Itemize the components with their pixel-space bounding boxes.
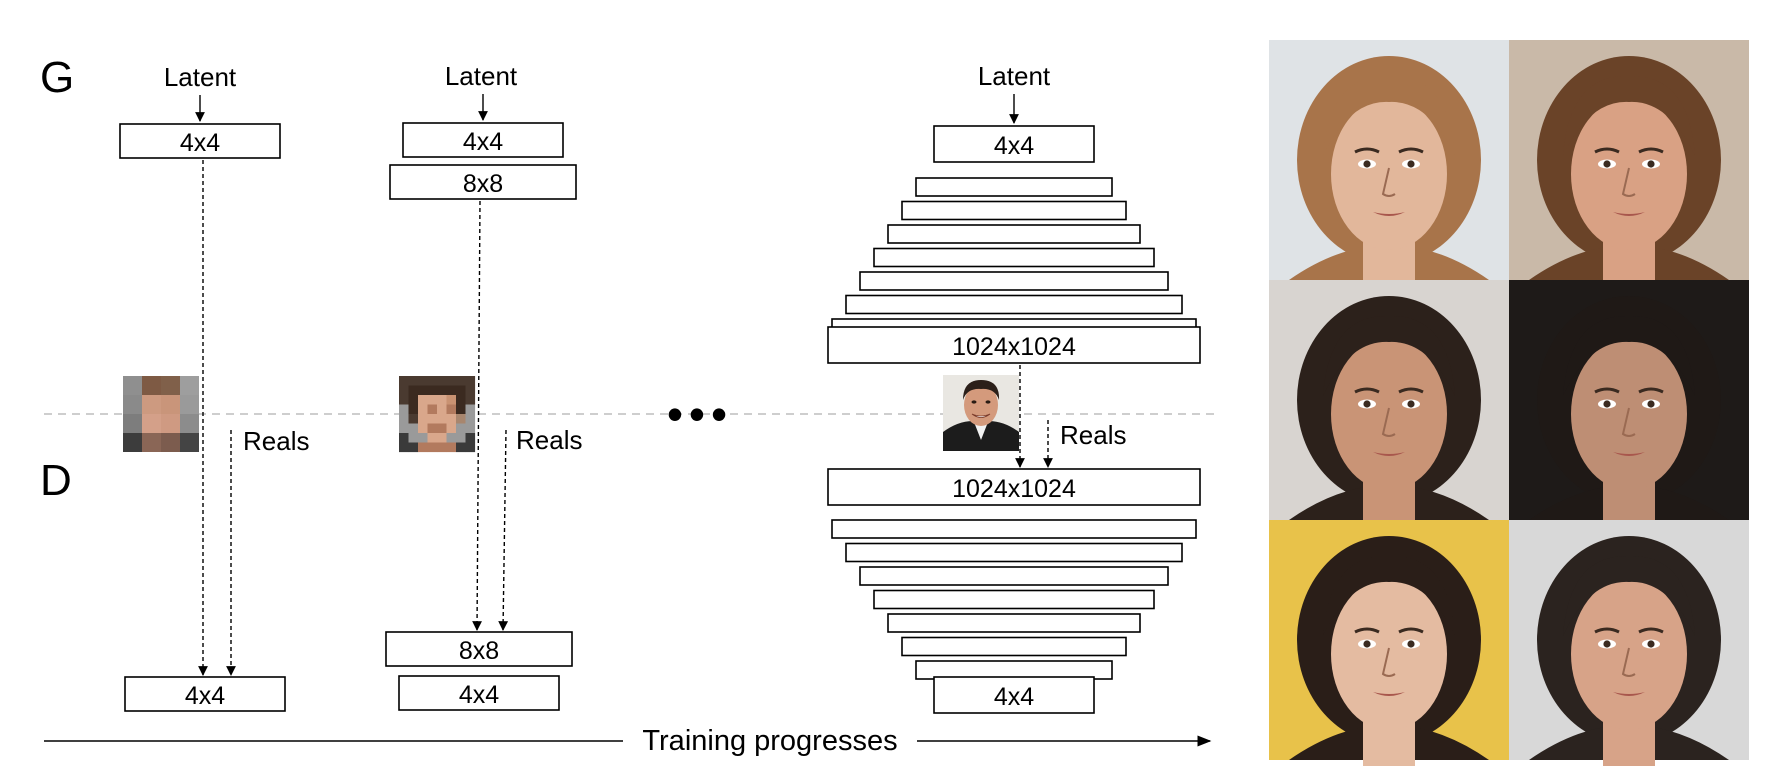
g-intermediate-block [873, 247, 1155, 268]
real-image-8x8 [399, 376, 476, 453]
g-intermediate-block [915, 177, 1113, 197]
g-intermediate-block [901, 200, 1127, 221]
g-intermediate-block [859, 271, 1169, 291]
g-block-4x4 [933, 125, 1095, 163]
reals-label: Reals [243, 426, 309, 456]
d-intermediate-block [831, 519, 1197, 539]
g-block-8x8 [389, 164, 577, 200]
g-block-4x4-label: 4x4 [180, 129, 220, 157]
d-intermediate-block [887, 613, 1141, 633]
reals-path-arrow [498, 429, 509, 631]
generated-face-sample [1509, 520, 1749, 766]
reals-label: Reals [516, 425, 582, 455]
d-block-8x8-label: 8x8 [459, 637, 499, 665]
training-progress-label: Training progresses [642, 725, 897, 757]
d-intermediate-block [873, 589, 1155, 610]
generated-face-sample [1269, 520, 1509, 766]
g-intermediate-blocks [831, 177, 1197, 338]
stage-3: Latent 4x4 1024x1024 Reals 1024x1024 4x4 [827, 61, 1201, 714]
generated-face-sample [1269, 280, 1509, 526]
d-block-4x4-label: 4x4 [994, 683, 1034, 711]
generated-samples-grid [1269, 40, 1749, 766]
d-block-4x4-label: 4x4 [459, 681, 499, 709]
g-block-1024x1024-label: 1024x1024 [952, 333, 1076, 361]
real-image-1024 [943, 375, 1019, 451]
d-block-4x4-label: 4x4 [185, 682, 225, 710]
g-block-4x4 [119, 123, 281, 159]
latent-label: Latent [978, 61, 1051, 91]
d-block-8x8 [385, 631, 573, 667]
g-block-4x4 [402, 122, 564, 158]
d-block-1024x1024 [827, 468, 1201, 506]
g-block-4x4-label: 4x4 [463, 128, 503, 156]
g-block-8x8-label: 8x8 [463, 170, 503, 198]
d-intermediate-block [845, 542, 1183, 563]
d-intermediate-block [859, 566, 1169, 586]
d-block-1024x1024-label: 1024x1024 [952, 475, 1076, 503]
d-intermediate-block [901, 636, 1127, 657]
g-block-4x4-label: 4x4 [994, 132, 1034, 160]
d-block-4x4 [124, 676, 286, 712]
g-intermediate-block [887, 224, 1141, 244]
reals-label: Reals [1060, 420, 1126, 450]
generated-path-arrow [472, 200, 482, 631]
latent-label: Latent [445, 61, 518, 91]
real-image-4x4 [123, 376, 199, 452]
g-block-1024x1024 [827, 326, 1201, 364]
discriminator-label: D [40, 456, 72, 505]
generated-face-sample [1509, 280, 1749, 526]
generated-face-sample [1509, 40, 1749, 286]
generated-face-sample [1269, 40, 1509, 286]
training-progress-arrow: Training progresses [44, 725, 1212, 757]
d-block-4x4 [933, 676, 1095, 714]
d-intermediate-blocks [831, 519, 1197, 680]
latent-label: Latent [164, 62, 237, 92]
generator-label: G [40, 53, 74, 102]
stage-2: Latent 4x4 8x8 Reals 8x8 4x4 [385, 61, 582, 711]
g-intermediate-block [845, 294, 1183, 315]
stage-1: Latent 4x4 Reals 4x4 [119, 62, 309, 712]
ellipsis: ••• [667, 388, 733, 440]
d-block-4x4 [398, 675, 560, 711]
